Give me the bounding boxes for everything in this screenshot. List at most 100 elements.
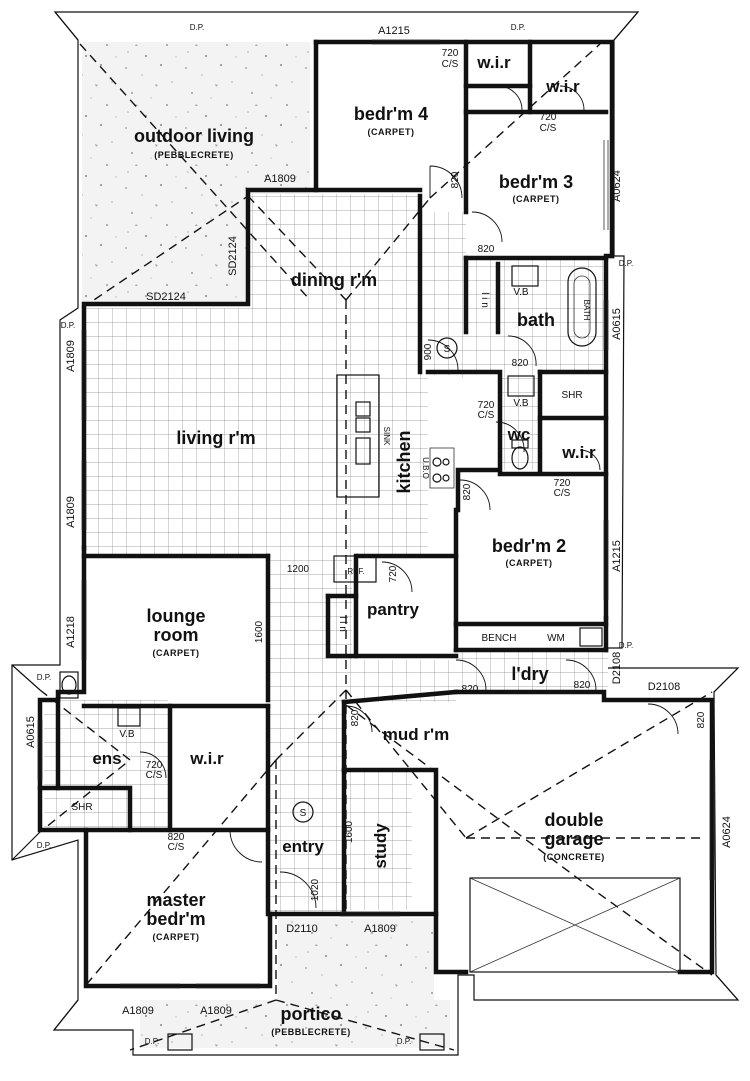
kitchen-label: kitchen — [394, 430, 414, 493]
wir-master-label: w.i.r — [189, 749, 224, 768]
fridge-label: REF. — [347, 567, 364, 576]
door-cs-wir-top: C/S — [442, 59, 459, 70]
smoke-detector-kitchen: S — [444, 344, 451, 355]
door-size-bed3: 820 — [478, 244, 495, 255]
dp-label-top-left: D.P. — [190, 23, 205, 32]
door-code-laundry: D2108 — [611, 652, 623, 684]
garage-label-line1: double — [545, 810, 604, 830]
living-label: living r'm — [176, 428, 255, 448]
portico-label: portico — [281, 1004, 342, 1024]
window-code-living-upper: A1809 — [65, 340, 77, 372]
dp-label-right-mid: D.P. — [619, 641, 634, 650]
sliding-door-dining: SD2124 — [227, 236, 239, 276]
smoke-detector-entry: S — [300, 808, 307, 819]
vanity-label-ens: V.B — [119, 729, 135, 740]
door-size-wir-right: 720 — [540, 112, 557, 123]
door-size-ens-wir: 720 — [146, 760, 163, 771]
door-size-wc: 720 — [478, 400, 495, 411]
door-size-mud: 820 — [350, 709, 361, 726]
door-size-wir-mid: 720 — [554, 478, 571, 489]
master-label-line1: master — [146, 890, 205, 910]
door-code-garage: D2108 — [648, 681, 680, 693]
door-cs-wir-mid: C/S — [554, 488, 571, 499]
opening-size-study: 1600 — [344, 820, 355, 843]
window-code-master-right: A1809 — [200, 1005, 232, 1017]
lounge-floor: (CARPET) — [153, 648, 200, 658]
door-size-laundry-ext: 820 — [574, 680, 591, 691]
laundry-label: l'dry — [511, 664, 548, 684]
master-floor: (CARPET) — [153, 932, 200, 942]
dp-label-right-upper: D.P. — [619, 259, 634, 268]
sink-label: SINK — [382, 427, 391, 446]
window-code-ens: A0615 — [25, 716, 37, 748]
garage-label-line2: garage — [544, 829, 603, 849]
dining-label: dining r'm — [291, 270, 377, 290]
door-size-bath: 820 — [512, 358, 529, 369]
bedroom2-floor: (CARPET) — [506, 558, 553, 568]
door-cs-ens-wir: C/S — [146, 770, 163, 781]
bath-label: bath — [517, 310, 555, 330]
dp-label-top-right: D.P. — [511, 23, 526, 32]
wc-label: wc — [507, 425, 531, 444]
door-size-kitchen: 900 — [423, 343, 434, 360]
window-code-bed2: A1215 — [611, 540, 623, 572]
window-code-garage: A0624 — [721, 816, 733, 848]
portico-floor: (PEBBLECRETE) — [271, 1027, 351, 1037]
dp-label-portico-right: D.P. — [397, 1037, 412, 1046]
dp-label-portico-left: D.P. — [145, 1037, 160, 1046]
door-cs-master-wir: C/S — [168, 842, 185, 853]
bedroom2-label: bedr'm 2 — [492, 536, 566, 556]
linen-label-bath: l i n — [479, 292, 490, 308]
window-code-master-left: A1809 — [122, 1005, 154, 1017]
dp-label-left-upper: D.P. — [61, 321, 76, 330]
outdoor-living-floor: (PEBBLECRETE) — [154, 150, 234, 160]
pantry-label: pantry — [367, 600, 420, 619]
window-code-outdoor: A1809 — [264, 173, 296, 185]
lounge-label-line2: room — [154, 625, 199, 645]
window-code-study: A1809 — [364, 923, 396, 935]
bedroom4-floor: (CARPET) — [368, 127, 415, 137]
bedroom4-label: bedr'm 4 — [354, 104, 428, 124]
vanity-label-wc: V.B — [513, 398, 529, 409]
bath-tub-label: BATH — [582, 300, 591, 321]
mud-room-label: mud r'm — [383, 725, 449, 744]
dp-label-ens-top: D.P. — [37, 673, 52, 682]
wir-top-right-label: w.i.r — [545, 77, 580, 96]
washing-machine-label: WM — [547, 633, 565, 644]
ubo-label: U.B.O — [421, 457, 430, 479]
bench-label: BENCH — [481, 633, 516, 644]
lounge-label-line1: lounge — [147, 606, 206, 626]
door-size-pantry: 720 — [388, 565, 399, 582]
dp-label-ens-bottom: D.P. — [37, 841, 52, 850]
ensuite-label: ens — [92, 749, 121, 768]
shower-label-ens: SHR — [71, 802, 92, 813]
bedroom3-label: bedr'm 3 — [499, 172, 573, 192]
study-label: study — [371, 823, 390, 869]
door-size-bed2: 820 — [462, 483, 473, 500]
door-size-master-wir: 820 — [168, 832, 185, 843]
door-size-entry: 1020 — [310, 878, 321, 901]
opening-size-lounge: 1600 — [254, 620, 265, 643]
door-cs-wir-right: C/S — [540, 123, 557, 134]
door-size-garage: 820 — [696, 711, 707, 728]
door-cs-wc: C/S — [478, 410, 495, 421]
door-size-laundry: 820 — [462, 684, 479, 695]
window-code-bath: A0615 — [611, 308, 623, 340]
linen-label-pantry: l i n — [337, 616, 348, 632]
door-size-bed4: 820 — [450, 171, 461, 188]
window-code-top: A1215 — [378, 25, 410, 37]
garage-floor: (CONCRETE) — [543, 852, 605, 862]
wir-top-left-label: w.i.r — [476, 53, 511, 72]
window-code-living-lower: A1809 — [65, 496, 77, 528]
entry-label: entry — [282, 837, 324, 856]
door-size-wir-top: 720 — [442, 48, 459, 59]
shower-label-main: SHR — [561, 390, 582, 401]
door-code-entry: D2110 — [286, 923, 318, 935]
wir-mid-label: w.i.r — [561, 443, 596, 462]
bedroom3-floor: (CARPET) — [513, 194, 560, 204]
sliding-door-living: SD2124 — [146, 291, 186, 303]
vanity-label-bath: V.B — [513, 287, 529, 298]
window-code-bed3: A0624 — [611, 170, 623, 202]
outdoor-living-label: outdoor living — [134, 126, 254, 146]
